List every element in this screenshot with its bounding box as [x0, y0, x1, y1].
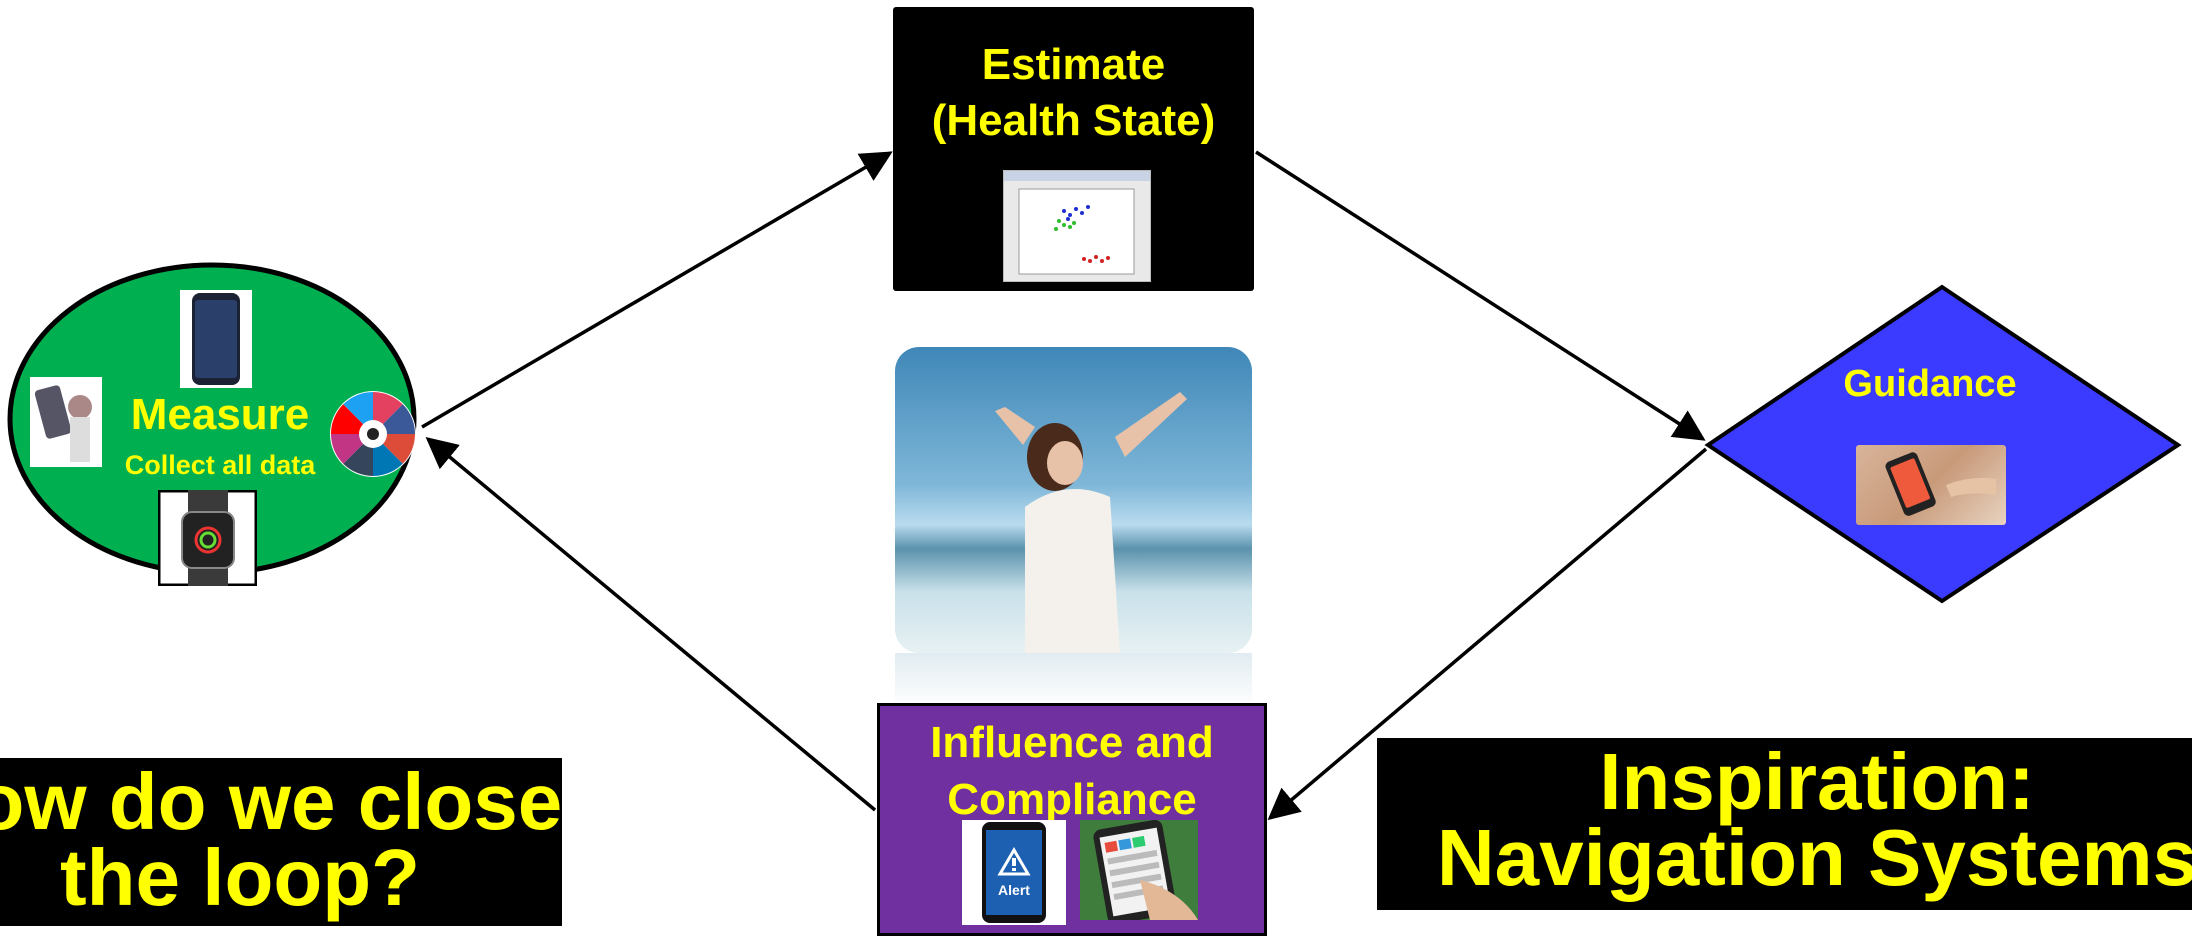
photo-reflection — [895, 653, 1252, 708]
hand-phone-icon — [30, 377, 102, 467]
inspiration-text: Inspiration: Navigation Systems — [1436, 738, 2192, 902]
estimate-line2: (Health State) — [931, 96, 1216, 145]
alert-phone-thumbnail: Alert — [962, 820, 1066, 925]
close-the-loop-banner: How do we close the loop? — [0, 758, 562, 926]
measure-subtitle: Collect all data — [124, 450, 316, 480]
arrow-estimate-to-guidance — [1255, 150, 1706, 441]
inspiration-banner: Inspiration: Navigation Systems — [1377, 738, 2192, 910]
smartwatch-icon — [158, 490, 257, 586]
scatter-plot-thumbnail-icon — [1003, 170, 1151, 282]
guidance-node — [1704, 284, 2182, 604]
phone-in-hand-icon — [1885, 452, 1996, 516]
estimate-title: Estimate (Health State) — [893, 37, 1254, 149]
close-the-loop-text: How do we close the loop? — [0, 758, 562, 922]
woman-beach-photo — [895, 347, 1252, 653]
guidance-title: Guidance — [1843, 363, 2017, 405]
estimate-line1: Estimate — [981, 40, 1166, 89]
arrow-guidance-to-influence — [1267, 447, 1708, 821]
influence-title: Influence and Compliance — [880, 714, 1264, 828]
social-media-wheel-icon — [330, 391, 416, 477]
influence-node: Influence and Compliance — [877, 703, 1267, 936]
smartphone-icon — [180, 290, 252, 388]
influence-line2: Compliance — [947, 775, 1197, 824]
alert-label: Alert — [998, 882, 1030, 898]
alert-phone-icon — [982, 822, 1046, 923]
estimate-node: Estimate (Health State) — [893, 7, 1254, 291]
app-list-phone-icon — [1080, 820, 1198, 920]
woman-figure-icon — [995, 392, 1187, 653]
phone-in-hand-thumbnail — [1856, 445, 2006, 525]
arrow-measure-to-estimate — [421, 151, 893, 429]
arrow-influence-to-measure — [425, 436, 877, 812]
measure-title: Measure — [130, 390, 310, 439]
influence-line1: Influence and — [930, 718, 1214, 767]
